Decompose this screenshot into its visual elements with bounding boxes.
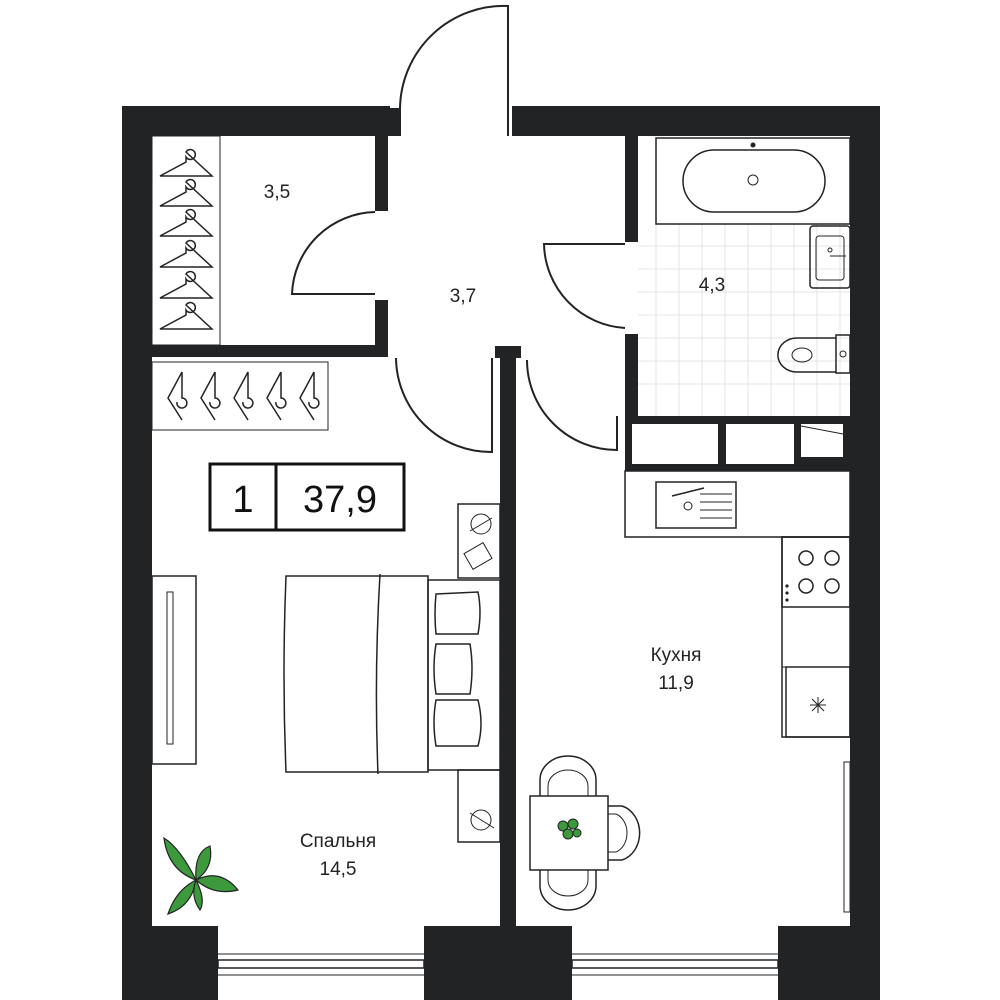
radiator xyxy=(843,761,851,913)
wardrobe-rail-bedroom xyxy=(151,361,329,431)
bedroom-door xyxy=(395,357,493,454)
hanger-icon xyxy=(159,148,214,330)
fridge-icon xyxy=(785,666,851,738)
badge-frame xyxy=(208,462,406,532)
kitchen-furniture xyxy=(529,470,851,913)
plant-icon xyxy=(163,836,240,915)
cabinet-niches xyxy=(632,424,844,464)
niche-1 xyxy=(632,424,718,464)
niche-3-diagonal xyxy=(800,425,844,435)
wardrobe-storage xyxy=(151,135,329,431)
wall-hall-left-upper xyxy=(375,136,388,211)
bathroom-door xyxy=(542,243,626,329)
window-kitchen xyxy=(571,953,779,976)
badge-room-count: 1 xyxy=(232,479,253,521)
wall-bottom-right xyxy=(778,926,880,1000)
doors xyxy=(290,4,626,454)
wall-top-left-stub xyxy=(390,108,400,136)
nightstand-bottom xyxy=(457,769,501,843)
wall-bottom-middle xyxy=(424,926,572,1000)
kitchen-door xyxy=(526,359,618,452)
wall-bottom-left xyxy=(122,926,218,1000)
bedroom-furniture xyxy=(151,503,509,915)
niche-2 xyxy=(726,424,794,464)
kitchen-area: 11,9 xyxy=(658,673,694,694)
bathroom-area: 4,3 xyxy=(699,275,725,296)
wall-hall-left-lower xyxy=(375,300,388,357)
bed-icon xyxy=(283,573,509,775)
bedroom-name: Спальня xyxy=(300,831,376,852)
wall-right-outer xyxy=(850,106,880,1000)
wardrobe-rail-left xyxy=(151,135,221,346)
toilet-icon xyxy=(777,334,851,374)
stove-icon xyxy=(781,536,851,608)
window-bedroom xyxy=(217,953,425,976)
area-badge: 1 37,9 xyxy=(208,462,406,532)
bathroom-tiles xyxy=(638,224,850,416)
wall-top-right xyxy=(512,106,880,136)
dining-table-icon xyxy=(529,755,641,911)
nightstand-top xyxy=(457,503,501,579)
wall-bath-left-upper xyxy=(625,136,638,242)
hall-area: 3,7 xyxy=(450,286,476,307)
wardrobe-area: 3,5 xyxy=(264,182,290,203)
walls xyxy=(122,106,880,1000)
bedroom-area: 14,5 xyxy=(320,859,357,880)
wall-bath-left-lower xyxy=(625,334,638,416)
wall-bedroom-kitchen xyxy=(500,358,516,926)
wall-wardrobe-bottom xyxy=(152,345,388,357)
bathroom xyxy=(638,137,851,416)
kitchen-sink-icon xyxy=(655,481,737,529)
hanger-icon xyxy=(167,371,320,421)
kitchen-cabinet xyxy=(781,606,851,668)
niche-3 xyxy=(801,424,843,457)
wall-partition-cap xyxy=(495,346,521,358)
wall-left-outer xyxy=(122,106,152,1000)
wall-top-left xyxy=(122,106,390,136)
entrance-door xyxy=(399,4,509,136)
kitchen-name: Кухня xyxy=(651,645,702,666)
room-labels: 3,5 3,7 4,3 Кухня 11,9 Спальня 14,5 xyxy=(264,182,725,880)
kitchen-counter xyxy=(624,470,851,538)
bathtub-icon xyxy=(655,137,851,225)
dresser xyxy=(151,575,197,765)
badge-total-area: 37,9 xyxy=(303,479,377,521)
sink-icon xyxy=(809,225,851,289)
wardrobe-door xyxy=(290,211,376,295)
windows xyxy=(217,953,779,976)
